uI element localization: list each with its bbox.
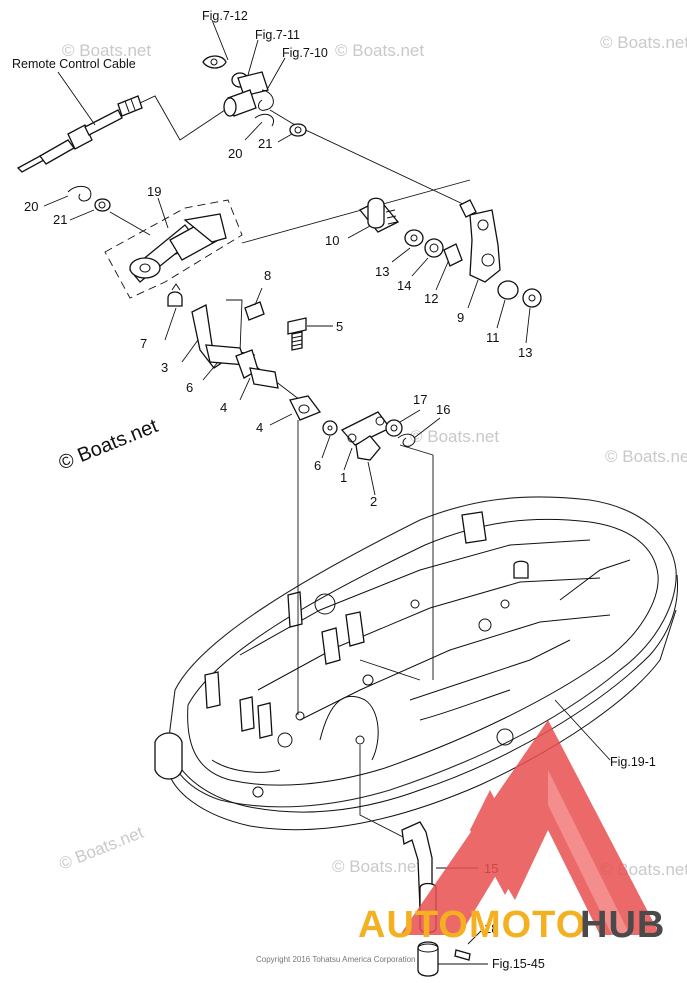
copyright-text: Copyright 2016 Tohatsu America Corporati… [256, 955, 416, 964]
remote-control-cable [16, 71, 143, 173]
shift-linkage-parts [164, 283, 333, 426]
watermark: © Boats.net [605, 447, 687, 466]
watermark: © Boats.net [600, 33, 687, 52]
assembly-outline-19 [104, 199, 243, 299]
fig-ref-19-1: Fig.19-1 [610, 755, 656, 769]
part-number: 21 [258, 136, 272, 151]
part-number: 3 [161, 360, 168, 375]
top-shift-parts [202, 19, 307, 143]
part-number: 12 [424, 291, 438, 306]
part-number: 5 [336, 319, 343, 334]
shift-arm-parts [321, 409, 441, 496]
fig-19-1-leader [554, 699, 611, 761]
part-number: 13 [375, 264, 389, 279]
part-number: 10 [325, 233, 339, 248]
part-number: 21 [53, 212, 67, 227]
part-number: 4 [220, 400, 227, 415]
logo-text-automoto: AUTOMOTO [358, 904, 586, 946]
watermark: © Boats.net [335, 41, 424, 60]
part-number: 1 [340, 470, 347, 485]
fig-ref-7-10: Fig.7-10 [282, 46, 328, 60]
part-number: 18 [484, 921, 498, 936]
part-number: 2 [370, 494, 377, 509]
part-number: 19 [147, 184, 161, 199]
cable-label: Remote Control Cable [12, 57, 136, 71]
part-number: 20 [228, 146, 242, 161]
part-number: 6 [314, 458, 321, 473]
part-number: 13 [518, 345, 532, 360]
shift-lever-assembly [347, 197, 542, 344]
part-number: 7 [140, 336, 147, 351]
shift-rod-assembly [43, 185, 227, 283]
fig-ref-7-11: Fig.7-11 [255, 28, 300, 42]
watermark: © Boats.net [62, 41, 151, 60]
part-number: 8 [264, 268, 271, 283]
logo-triangle [400, 720, 660, 935]
part-number: 9 [457, 310, 464, 325]
labels: Remote Control Cable Fig.7-12 Fig.7-11 F… [12, 9, 656, 971]
part-number: 16 [436, 402, 450, 417]
part-number: 17 [413, 392, 427, 407]
fig-ref-7-12: Fig.7-12 [202, 9, 248, 23]
watermark: © Boats.net [56, 823, 146, 874]
part-number: 4 [256, 420, 263, 435]
fig-ref-15-45: Fig.15-45 [492, 957, 545, 971]
part-number: 6 [186, 380, 193, 395]
part-number: 20 [24, 199, 38, 214]
logo-text-hub: HUB [580, 904, 665, 946]
watermark: © Boats.net [332, 857, 421, 876]
watermark: © Boats.net [410, 427, 499, 446]
watermark-main: © Boats.net [56, 415, 162, 475]
automotohub-logo: AUTOMOTO HUB [358, 720, 665, 946]
part-number: 14 [397, 278, 411, 293]
part-number: 11 [486, 330, 500, 345]
lower-engine-pan [154, 496, 679, 831]
